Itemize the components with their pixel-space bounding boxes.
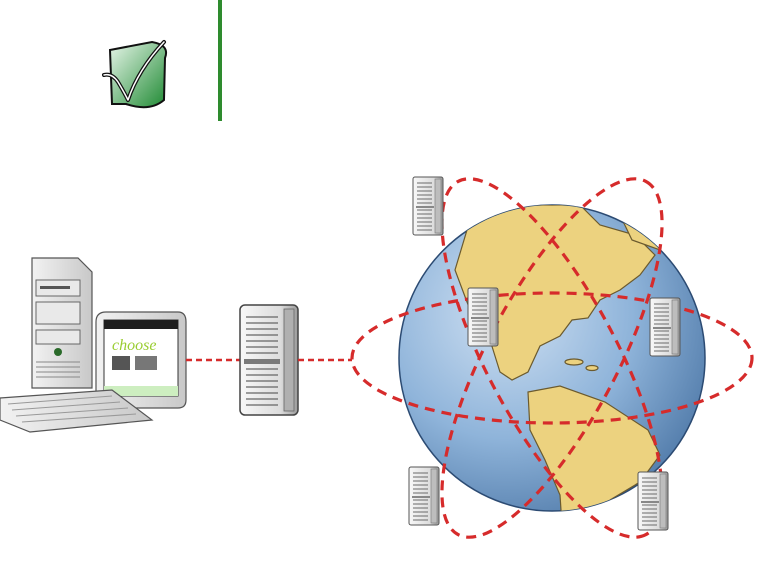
monitor-screen-text: choose [112, 337, 156, 354]
checkmark-note-icon [104, 42, 166, 107]
remote-server-top-left [413, 177, 443, 235]
remote-server-center [468, 288, 498, 346]
remote-server-right [650, 298, 680, 356]
server-tower-icon [240, 305, 298, 415]
remote-server-bottom-left [409, 467, 439, 525]
desktop-computer-icon: choose [0, 258, 186, 432]
remote-server-bottom-right [638, 472, 668, 530]
note-divider [218, 0, 222, 121]
